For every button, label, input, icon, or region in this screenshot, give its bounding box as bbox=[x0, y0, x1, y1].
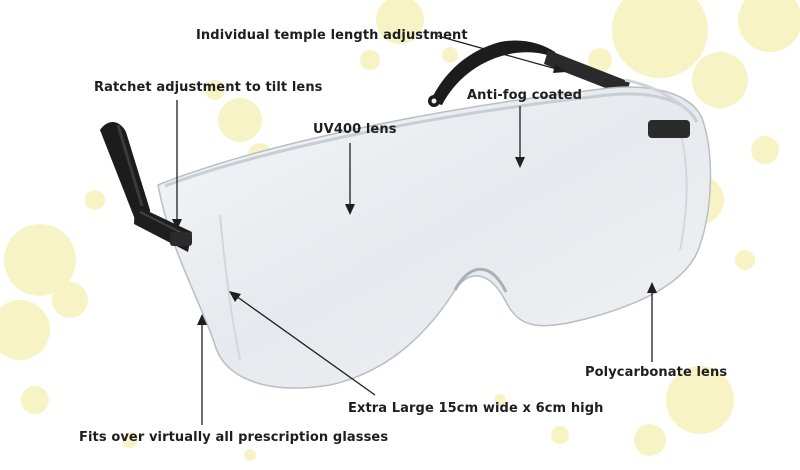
left-temple-arm bbox=[100, 121, 192, 252]
label-temple-length-adjustment: Individual temple length adjustment bbox=[196, 28, 468, 43]
label-ratchet-adjustment: Ratchet adjustment to tilt lens bbox=[94, 80, 323, 95]
label-anti-fog: Anti-fog coated bbox=[467, 88, 583, 103]
callout-pointers bbox=[172, 35, 657, 425]
label-extra-large: Extra Large 15cm wide x 6cm high bbox=[348, 401, 604, 416]
label-fits-over-prescription: Fits over virtually all prescription gla… bbox=[79, 430, 389, 445]
lens-shield bbox=[157, 78, 712, 389]
right-temple-arm bbox=[428, 40, 630, 107]
label-polycarbonate: Polycarbonate lens bbox=[585, 365, 728, 380]
label-uv400: UV400 lens bbox=[313, 122, 397, 137]
